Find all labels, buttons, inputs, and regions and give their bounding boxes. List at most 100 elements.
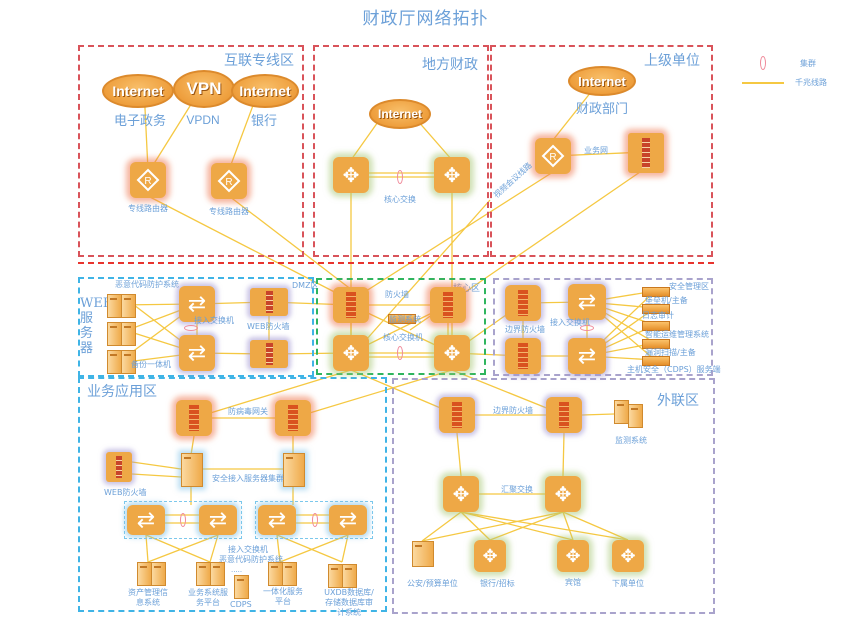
access-server-1[interactable] (181, 453, 203, 487)
sec-access-switch-2[interactable]: ⇄ (568, 338, 606, 374)
web-access-switch-1[interactable]: ⇄ (179, 286, 215, 322)
ext-border-firewall-1[interactable] (439, 397, 475, 433)
cloud-internet-superior: Internet (568, 66, 636, 96)
sec-device-bastion[interactable] (642, 287, 670, 297)
zone-core (316, 278, 486, 375)
zone-local-finance (313, 45, 489, 257)
link-line (279, 534, 349, 563)
cluster-ring-icon (184, 325, 198, 331)
web-server[interactable] (121, 294, 136, 318)
core-firewall-2[interactable] (430, 287, 466, 323)
db-audit-server[interactable] (342, 564, 357, 588)
router-1-label: 专线路由器 (128, 204, 168, 213)
cdps-label: CDPS (230, 600, 252, 609)
antivirus-gateway-2[interactable] (275, 400, 311, 436)
firewall-wall-icon (443, 292, 453, 318)
switch-arrows-icon: ✥ (482, 545, 498, 567)
biz-access-switch-3[interactable]: ⇄ (258, 505, 296, 535)
web-access-switch-2[interactable]: ⇄ (179, 335, 215, 371)
web-firewall-1[interactable] (250, 288, 288, 316)
switch-exchange-icon: ⇄ (338, 507, 358, 533)
link-line (365, 199, 491, 341)
subzone-access-switch-right (255, 501, 373, 539)
sec-device-cdps[interactable] (642, 356, 670, 366)
switch-arrows-icon: ✥ (452, 482, 470, 506)
core-firewall-1[interactable] (333, 287, 369, 323)
superior-firewall[interactable] (628, 133, 664, 173)
asset-system-label: 资产管理信息系统 (128, 588, 168, 607)
local-core-switch-1[interactable]: ✥ (333, 157, 369, 193)
ext-monitor-server[interactable] (614, 400, 629, 424)
zone-business-app (78, 377, 387, 612)
agg-switch-2[interactable]: ✥ (545, 476, 581, 512)
cloud-vpn: VPN (173, 70, 235, 108)
web-server[interactable] (121, 322, 136, 346)
agg-switch-1[interactable]: ✥ (443, 476, 479, 512)
endpoint-subordinate[interactable]: ✥ (612, 540, 644, 572)
asset-server[interactable] (137, 562, 152, 586)
link-line (456, 432, 462, 477)
integrated-server[interactable] (268, 562, 283, 586)
biz-access-switch-4[interactable]: ⇄ (329, 505, 367, 535)
link-line (147, 534, 219, 563)
superior-router[interactable]: R (535, 138, 571, 174)
business-net-label: 业务网 (584, 146, 608, 155)
switch-exchange-icon: ⇄ (136, 507, 156, 533)
legend-cluster-label: 集群 (800, 59, 816, 68)
web-firewall-2[interactable] (250, 340, 288, 368)
core-switch-1[interactable]: ✥ (333, 335, 369, 371)
link-line (131, 461, 182, 470)
biz-platform-server[interactable] (210, 562, 225, 586)
web-server[interactable] (107, 294, 122, 318)
firewall-wall-icon (116, 456, 122, 478)
endpoint-hotel[interactable]: ✥ (557, 540, 589, 572)
sec-device-vuln-scan[interactable] (642, 339, 670, 349)
local-core-switch-2[interactable]: ✥ (434, 157, 470, 193)
asset-server[interactable] (151, 562, 166, 586)
access-server-2[interactable] (283, 453, 305, 487)
zone-security-mgmt (493, 278, 713, 376)
link-line (421, 511, 462, 542)
link-line (209, 534, 219, 563)
core-monitor-device[interactable] (388, 314, 416, 324)
link-line (489, 511, 564, 541)
sec-device-ops[interactable] (642, 321, 670, 331)
endpoint-police[interactable] (412, 541, 434, 567)
firewall-wall-icon (265, 291, 273, 313)
router-icon: R (217, 169, 241, 193)
core-switch-2[interactable]: ✥ (434, 335, 470, 371)
router-2[interactable]: R (211, 163, 247, 199)
firewall-wall-icon (452, 402, 462, 428)
switch-arrows-icon: ✥ (443, 163, 461, 187)
link-line (460, 511, 629, 541)
sec-border-firewall-1[interactable] (505, 285, 541, 321)
endpoint-bank[interactable]: ✥ (474, 540, 506, 572)
svg-text:R: R (144, 176, 151, 187)
cloud-internet-bank: Internet (231, 74, 299, 108)
core-switch-label: 核心交换机 (383, 333, 423, 342)
biz-platform-server[interactable] (196, 562, 211, 586)
sec-access-switch-1[interactable]: ⇄ (568, 284, 606, 320)
integrated-server[interactable] (282, 562, 297, 586)
sec-device-log-audit[interactable] (642, 304, 670, 314)
web-server[interactable] (121, 350, 136, 374)
web-access-switch-label: 接入交换机 (194, 316, 234, 325)
web-server[interactable] (107, 322, 122, 346)
cluster-ring-icon (580, 325, 594, 331)
biz-access-switch-1[interactable]: ⇄ (127, 505, 165, 535)
web-server[interactable] (107, 350, 122, 374)
db-audit-label: UXDB数据库/存储数据库审计系统 (324, 588, 374, 617)
firewall-wall-icon (288, 405, 298, 431)
antivirus-gateway-1[interactable] (176, 400, 212, 436)
db-audit-server[interactable] (328, 564, 343, 588)
link-line (562, 511, 629, 541)
switch-exchange-icon: ⇄ (577, 343, 597, 369)
caption-egov: 电子政务 (113, 114, 166, 129)
ext-monitor-server[interactable] (628, 404, 643, 428)
ext-border-firewall-2[interactable] (546, 397, 582, 433)
sec-border-firewall-2[interactable] (505, 338, 541, 374)
biz-access-switch-2[interactable]: ⇄ (199, 505, 237, 535)
router-1[interactable]: R (130, 162, 166, 198)
cdps-server[interactable] (234, 575, 249, 599)
biz-web-firewall[interactable] (106, 452, 132, 482)
